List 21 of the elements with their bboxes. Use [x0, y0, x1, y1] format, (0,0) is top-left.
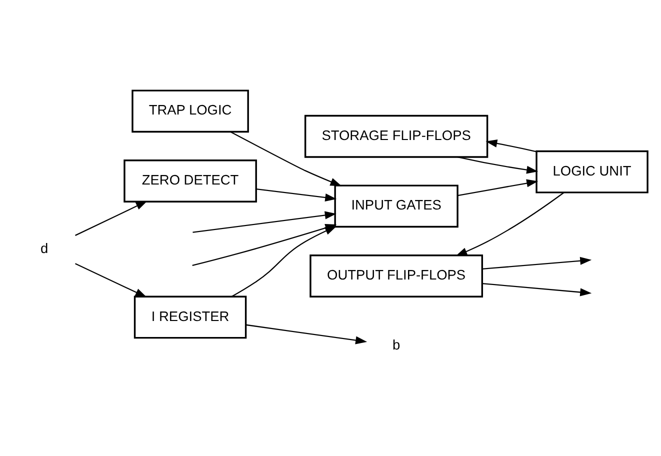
arrow [256, 188, 337, 202]
node-box: STORAGE FLIP-FLOPS [304, 114, 488, 158]
arrow [458, 178, 538, 196]
node-box: OUTPUT FLIP-FLOPS [310, 254, 484, 297]
node-box: TRAP LOGIC [132, 89, 249, 132]
arrow [246, 324, 368, 344]
arrow [482, 282, 592, 296]
node-text: b [392, 336, 400, 352]
arrow [486, 139, 537, 152]
arrow [192, 210, 336, 232]
arrow [457, 156, 538, 174]
node-box: ZERO DETECT [124, 159, 257, 202]
arrow [75, 262, 147, 297]
arrow [75, 200, 148, 236]
node-box: I REGISTER [134, 295, 247, 338]
arrow [230, 130, 342, 186]
arrow [456, 192, 564, 256]
arrow [482, 256, 592, 270]
node-box: INPUT GATES [334, 184, 458, 228]
node-box: LOGIC UNIT [536, 150, 648, 193]
node-text: d [40, 240, 48, 256]
